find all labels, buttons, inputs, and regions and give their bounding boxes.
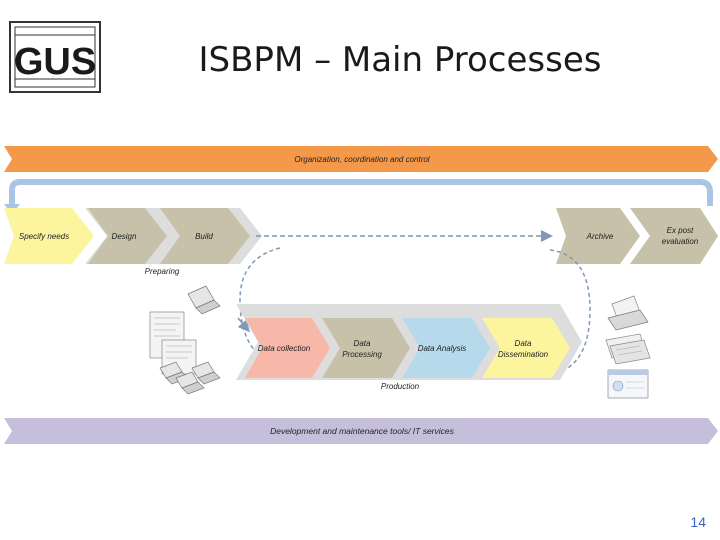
step-build: Build — [160, 208, 250, 264]
laptop-icon — [175, 371, 205, 395]
step-specify-needs: Specify needs — [4, 208, 94, 264]
specify-needs-label: Specify needs — [19, 232, 69, 241]
step-archive: Archive — [556, 208, 640, 264]
bottom-band: Development and maintenance tools/ IT se… — [4, 418, 718, 444]
preparing-label: Preparing — [145, 267, 180, 276]
design-label: Design — [112, 232, 137, 241]
step-design: Design — [88, 208, 167, 264]
data-collection-label: Data collection — [258, 344, 311, 353]
expost-label-line1: Ex post — [667, 226, 694, 235]
dashed-loop-right — [549, 249, 591, 373]
step-expost-evaluation: Ex post evaluation — [630, 208, 718, 264]
laptop-icon — [187, 285, 221, 315]
build-label: Build — [195, 232, 213, 241]
data-analysis-label: Data Analysis — [418, 344, 467, 353]
step-data-dissemination: Data Dissemination — [482, 318, 570, 378]
step-data-collection: Data collection — [245, 318, 330, 378]
printer-icon — [607, 295, 649, 331]
archive-label: Archive — [586, 232, 614, 241]
step-data-processing: Data Processing — [322, 318, 410, 378]
step-data-analysis: Data Analysis — [402, 318, 490, 378]
production-label: Production — [381, 382, 420, 391]
dissemination-clipart — [605, 295, 651, 399]
expost-label-line2: evaluation — [662, 237, 699, 246]
logo-text: GUS — [14, 41, 96, 83]
bottom-band-label: Development and maintenance tools/ IT se… — [270, 426, 455, 436]
dashed-loop-left — [239, 247, 301, 381]
forms-laptops-clipart — [149, 285, 221, 395]
browser-window-icon — [607, 369, 649, 399]
dashed-loop-arrow — [237, 317, 250, 333]
data-processing-label-line1: Data — [354, 339, 371, 348]
documents-icon — [605, 333, 651, 365]
data-processing-label-line2: Processing — [342, 350, 382, 359]
data-dissemination-label-line1: Data — [515, 339, 532, 348]
top-band-label: Organization, coordination and control — [294, 155, 429, 164]
top-band: Organization, coordination and control — [4, 146, 718, 172]
page-number: 14 — [690, 514, 706, 530]
laptop-icon — [191, 361, 221, 385]
data-dissemination-label-line2: Dissemination — [498, 350, 549, 359]
page-title: ISBPM – Main Processes — [198, 40, 602, 80]
gus-logo: GUS — [9, 21, 101, 93]
